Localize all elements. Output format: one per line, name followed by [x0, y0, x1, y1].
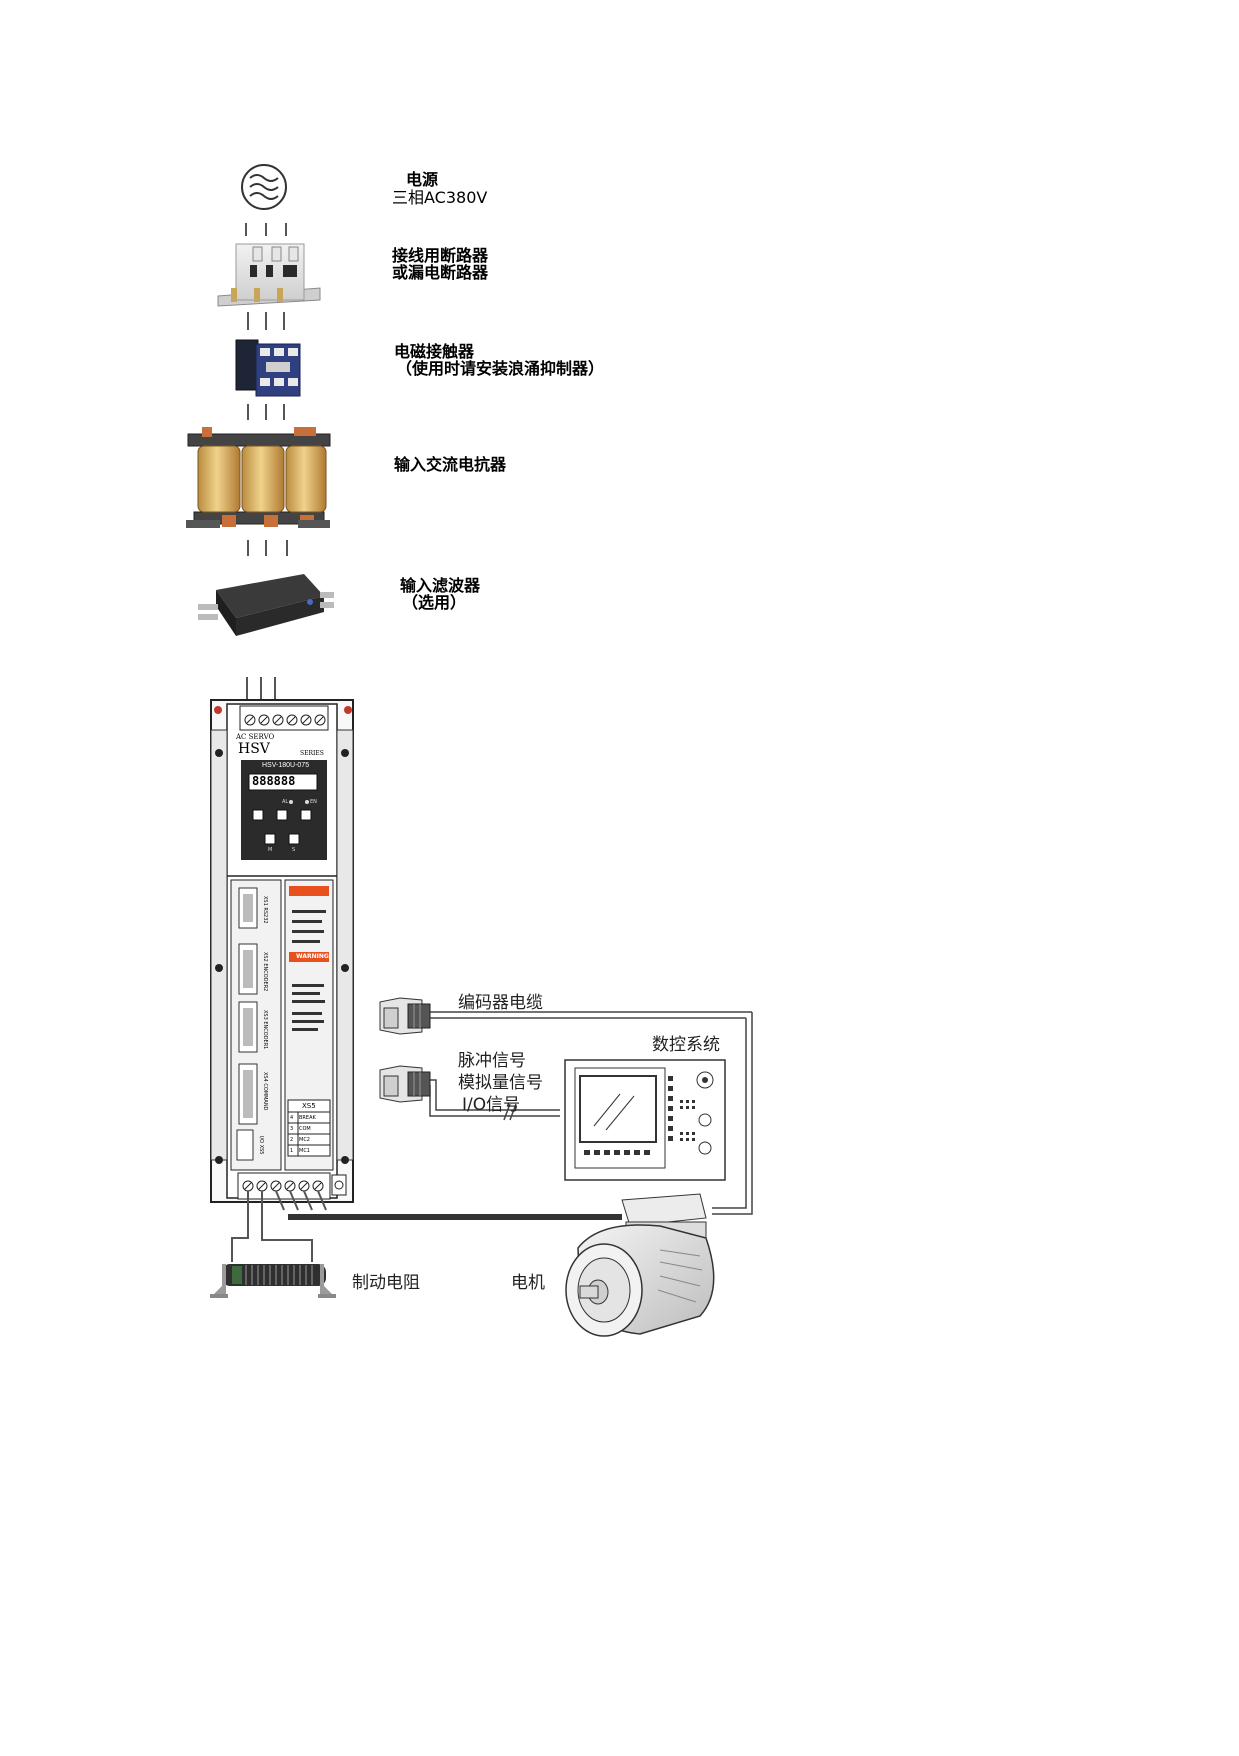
circuit-breaker-icon — [217, 243, 321, 307]
drive-led-al: AL — [282, 799, 289, 805]
brake-resistor-wires — [231, 1191, 313, 1262]
breaker-label-line2: 或漏电断路器 — [392, 263, 489, 282]
contactor-label-line2: （使用时请安装浪涌抑制器） — [396, 359, 605, 378]
drive-display: 888888 — [252, 774, 296, 788]
signal-connector-icon — [379, 1065, 431, 1103]
drive-model: HSV-180U-075 — [262, 762, 310, 769]
motor-label: 电机 — [511, 1273, 545, 1293]
drive-led-en: EN — [310, 799, 317, 805]
drive-key-s: S — [292, 847, 296, 853]
port-xs1-label: XS1 RS232 — [262, 896, 268, 924]
contactor-icon — [235, 339, 301, 397]
port-xs4-label: XS4 COMMAND — [262, 1072, 268, 1111]
brake-resistor-label: 制动电阻 — [352, 1273, 420, 1293]
port-io-label: I/O XS5 — [258, 1136, 264, 1155]
motor-icon — [565, 1193, 715, 1337]
cnc-system-label: 数控系统 — [652, 1035, 720, 1055]
breaker-label-line1: 接线用断路器 — [392, 246, 489, 265]
brake-resistor-icon — [210, 1264, 336, 1298]
port-xs3-label: XS3 ENCODER1 — [262, 1010, 268, 1050]
three-phase-wires — [245, 223, 288, 718]
filter-label-line2: （选用） — [402, 593, 467, 612]
input-reactor-icon — [186, 427, 331, 528]
power-title: 电源 — [406, 170, 439, 189]
filter-label-line1: 输入滤波器 — [400, 576, 481, 595]
encoder-cable-label: 编码器电缆 — [458, 993, 543, 1013]
cnc-system-icon — [564, 1059, 726, 1181]
drive-series-name: HSV — [238, 741, 270, 757]
drive-series-brand: AC SERVO — [236, 733, 275, 741]
reactor-label: 输入交流电抗器 — [394, 455, 507, 474]
contactor-label-line1: 电磁接触器 — [394, 342, 475, 361]
encoder-connector-icon — [379, 997, 431, 1035]
motor-power-cable — [275, 1190, 622, 1220]
drive-key-m: M — [268, 847, 273, 853]
power-spec: 三相AC380V — [392, 188, 488, 207]
encoder-cable — [420, 1011, 753, 1215]
input-filter-icon — [198, 574, 334, 636]
analog-signal-label: 模拟量信号 — [458, 1073, 543, 1093]
drive-series-word: SERIES — [300, 750, 324, 757]
drive-warning: WARNING — [296, 953, 329, 960]
port-xs2-label: XS2 ENCODER2 — [262, 952, 268, 992]
drive-xs5-title: XS5 — [302, 1102, 316, 1110]
servo-drive-icon — [210, 699, 354, 1203]
pulse-signal-label: 脉冲信号 — [458, 1051, 526, 1071]
ac-power-source-icon — [241, 164, 287, 210]
io-signal-label: I/O信号 — [462, 1095, 521, 1115]
